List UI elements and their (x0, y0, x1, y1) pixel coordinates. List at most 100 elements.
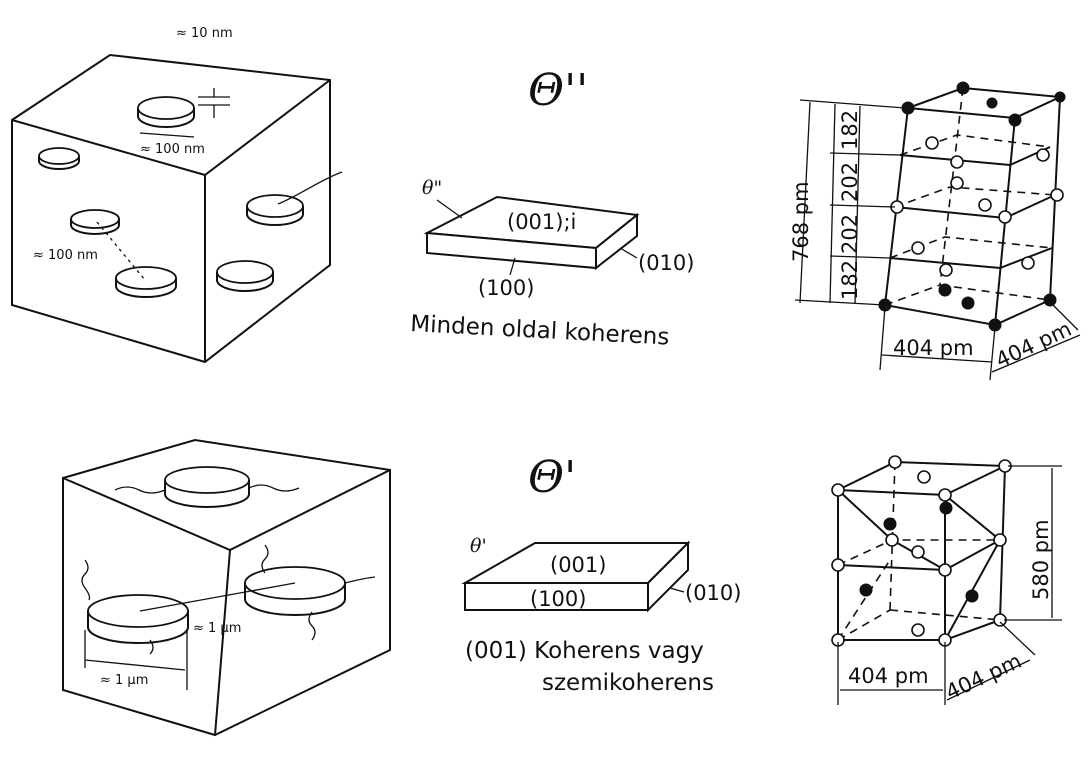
cell-atom-open (978, 198, 992, 212)
front-face-leader (509, 257, 516, 276)
block-symbol-leader (436, 199, 463, 219)
strain-wave (81, 559, 91, 601)
cell-height-label-bottom: 580 pm (1029, 519, 1053, 600)
face-top-label: (001);i (507, 210, 576, 234)
block-symbol-top: θ" (422, 177, 442, 199)
cell-width-b-label: 404 pm (992, 317, 1075, 373)
cell-bottom-right-edge (994, 299, 1051, 326)
cell-atom-filled (961, 296, 975, 310)
cell-height-label: 768 pm (789, 181, 813, 262)
cell-atom-filled (1043, 293, 1057, 307)
cell-atom-open (831, 558, 845, 572)
width-ext-right (1049, 301, 1079, 331)
cell-atom-filled (956, 81, 970, 95)
cell-bottom-right-edge-bottom (944, 619, 1001, 641)
dim-layer-axis-left (829, 103, 836, 304)
width-dim-a (881, 354, 993, 363)
cell-atom-open (911, 241, 925, 255)
bottom-cube: ≈ 1 µm ≈ 1 µm (62, 438, 391, 737)
phase-symbol-top: Θ'' (528, 65, 588, 116)
cell-atom-filled (883, 517, 897, 531)
side-face-leader (619, 247, 638, 259)
thickness-label: ≈ 10 nm (176, 26, 233, 41)
face-front-label-bottom: (100) (530, 587, 586, 611)
width-ext-left (879, 306, 886, 371)
cell-atom-filled (939, 501, 953, 515)
layer-1-back (899, 134, 1051, 156)
cell-atom-filled (859, 583, 873, 597)
cell-atom-open (950, 176, 964, 190)
cell-atom-open (885, 533, 899, 547)
strain-wave (114, 486, 166, 494)
layer-2-front (894, 194, 1056, 220)
width-dim-b (991, 334, 1081, 373)
face-side-label: (010) (638, 251, 694, 275)
block-symbol-bottom: θ' (470, 535, 487, 557)
diameter-arrow (139, 132, 195, 138)
top-cube: ≈ 10 nm ≈ 100 nm ≈ 100 nm (11, 26, 343, 364)
cell-atom-open (1036, 148, 1050, 162)
face-front-label: (100) (478, 276, 534, 300)
bottom-unit-cell: 580 pm 404 pm 404 pm (831, 455, 1062, 705)
disc-leader-line (344, 576, 376, 584)
cell-atom-filled (938, 283, 952, 297)
cell-atom-open (939, 263, 953, 277)
cell-atom-open (998, 210, 1012, 224)
top-unit-cell: 768 pm 182 202 202 182 404 pm 404 pm (789, 81, 1081, 381)
cell-atom-open (938, 563, 952, 577)
top-block-group: Θ'' θ" (001);i (100) (010) Minden oldal … (410, 65, 695, 351)
cell-atom-open (938, 488, 952, 502)
layer-3-front (889, 247, 1053, 270)
bottom-disc-top (164, 466, 250, 508)
cell-atom-filled (1008, 113, 1022, 127)
bottom-block-group: Θ' θ' (001) (100) (010) (001) Koherens v… (461, 452, 741, 696)
face-top-label-bottom: (001) (550, 553, 606, 577)
layer-spacing-4: 182 (838, 260, 862, 300)
strain-wave (308, 611, 316, 641)
cell-atom-open (888, 455, 902, 469)
cell-atom-open (911, 545, 925, 559)
cell-atom-filled (986, 97, 998, 109)
bottom-cube-vertical-edge (214, 549, 231, 736)
cell-atom-open (917, 470, 931, 484)
top-disc-large (137, 96, 195, 128)
cell-atom-open (950, 155, 964, 169)
block-side-face (595, 212, 638, 271)
width-ext-mid (989, 326, 996, 381)
layer-spacing-1: 182 (838, 110, 862, 150)
cell-atom-filled (1054, 91, 1066, 103)
phase-symbol-bottom: Θ' (528, 452, 576, 503)
top-cube-outline (11, 53, 331, 364)
cell-atom-open (993, 533, 1007, 547)
spacing-label: ≈ 100 nm (33, 248, 98, 263)
strain-wave (248, 484, 300, 492)
bottom-disc-left (87, 594, 189, 644)
dim-layer-3 (829, 255, 891, 259)
disc-leader-line (277, 171, 343, 205)
cell-bottom-left-edge (884, 284, 941, 306)
strain-wave (261, 544, 269, 574)
disc-spacing-line (139, 582, 296, 612)
layer-3-back (889, 236, 1053, 259)
cell-atom-open (911, 623, 925, 637)
cell-top-face-bottom (837, 460, 1006, 496)
cell-atom-open (1021, 256, 1035, 270)
strain-wave (149, 639, 154, 655)
side-face-leader-bottom (669, 587, 685, 593)
cell-atom-filled (965, 589, 979, 603)
dim-layer-axis-right (854, 105, 861, 305)
spacing-label-bottom: ≈ 1 µm (193, 621, 241, 636)
top-disc-left (38, 147, 80, 170)
layer-spacing-3: 202 (838, 214, 862, 254)
cell-bottom-back-edge (939, 284, 1051, 301)
top-disc-mid (70, 209, 120, 235)
top-disc-right-lower (216, 260, 274, 292)
width-ext-right-bottom (999, 621, 1036, 656)
cell-width-a-label-bottom: 404 pm (848, 664, 929, 688)
diameter-label-bottom: ≈ 1 µm (100, 673, 148, 688)
caption-bottom-line1: (001) Koherens vagy (465, 638, 704, 664)
cell-atom-open (925, 136, 939, 150)
cell-width-b-label-bottom: 404 pm (942, 649, 1025, 705)
dim-layer-2 (829, 204, 896, 208)
